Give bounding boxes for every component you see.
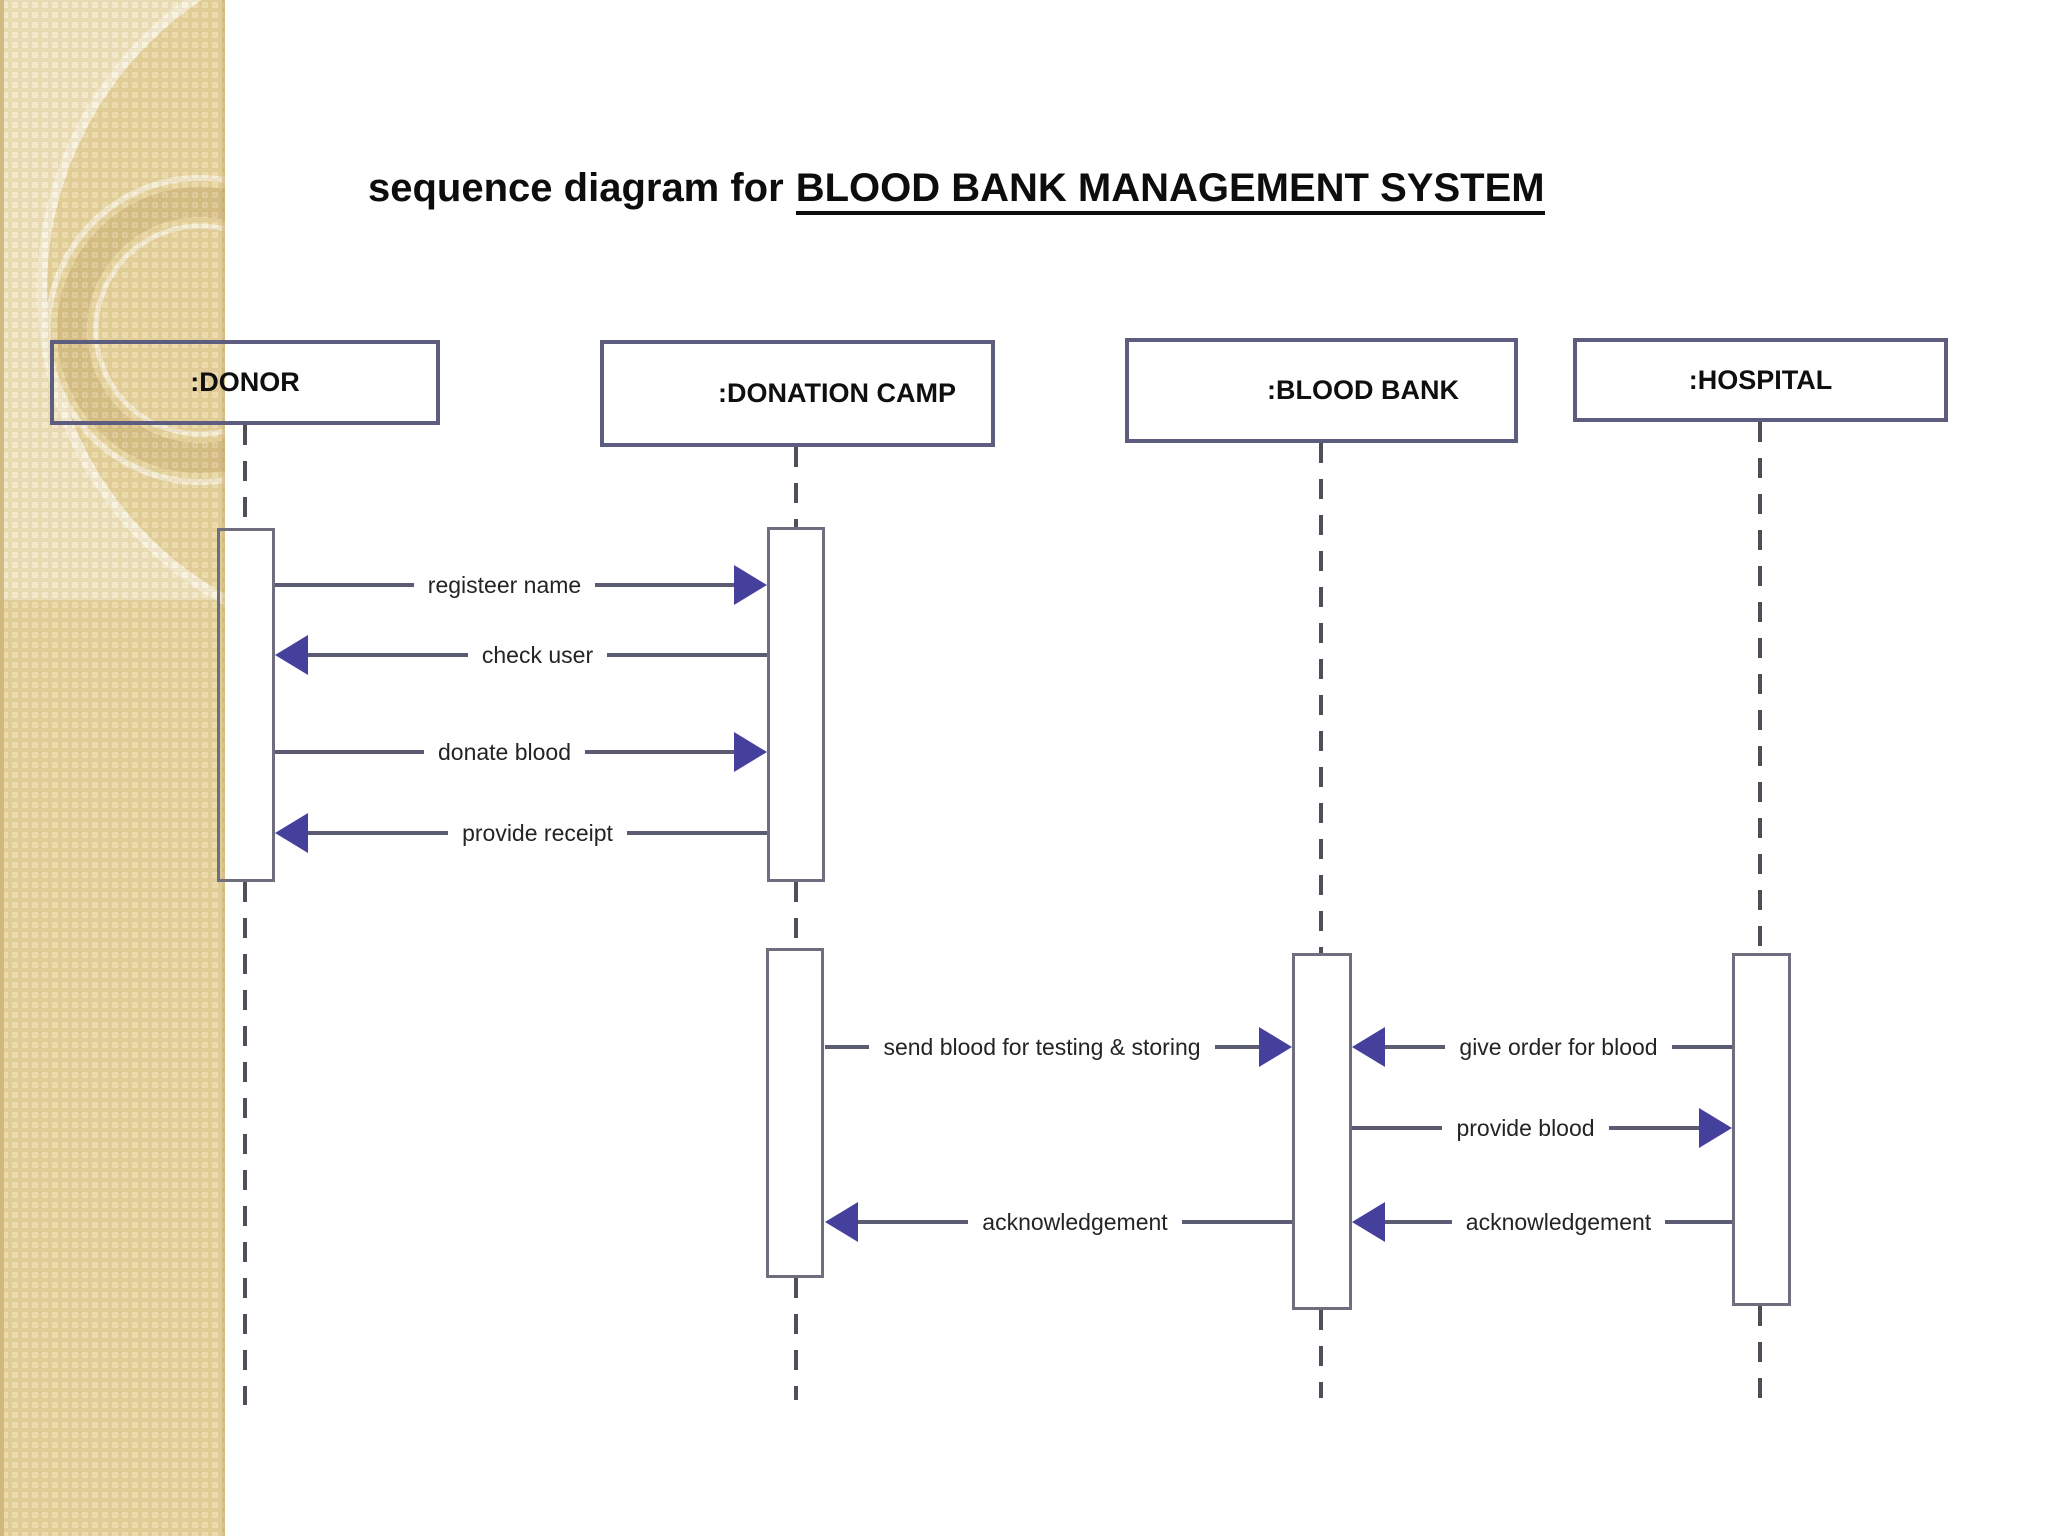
activation-bar-blood-bank xyxy=(1292,953,1352,1310)
message-line xyxy=(1352,1126,1443,1130)
arrow-left-icon xyxy=(825,1202,858,1242)
message-line xyxy=(858,1220,969,1224)
arrow-right-icon xyxy=(734,732,768,772)
message-label: acknowledgement xyxy=(982,1208,1168,1235)
message-row: acknowledgement xyxy=(1352,1192,1732,1252)
activation-bar-hospital xyxy=(1732,953,1791,1306)
message-row: donate blood xyxy=(275,722,768,782)
lifeline-donor xyxy=(243,425,247,528)
message-row: provide receipt xyxy=(275,803,768,863)
message-line xyxy=(275,583,414,587)
sidebar-texture xyxy=(0,0,225,1536)
message-line xyxy=(308,653,468,657)
message-line xyxy=(308,831,449,835)
lifeline-donation-camp xyxy=(794,882,798,948)
lifeline-donation-camp xyxy=(794,447,798,527)
message-label: send blood for testing & storing xyxy=(883,1033,1201,1060)
lifeline-donation-camp xyxy=(794,1278,798,1400)
message-line xyxy=(607,653,767,657)
message-row: send blood for testing & storing xyxy=(825,1017,1292,1077)
message-label: give order for blood xyxy=(1459,1033,1658,1060)
actor-box-blood-bank: :BLOOD BANK xyxy=(1125,338,1518,443)
message-line xyxy=(1665,1220,1732,1224)
actor-label: :BLOOD BANK xyxy=(1267,375,1459,405)
message-line xyxy=(1385,1220,1452,1224)
message-line xyxy=(585,750,735,754)
actor-label: :DONATION CAMP xyxy=(718,378,956,408)
actor-box-donor: :DONOR xyxy=(50,340,440,425)
message-label: registeer name xyxy=(427,571,582,598)
arrow-left-icon xyxy=(275,813,308,853)
message-row: acknowledgement xyxy=(825,1192,1292,1252)
message-line xyxy=(1214,1045,1259,1049)
sidebar-decoration xyxy=(0,0,225,1536)
arrow-left-icon xyxy=(1352,1027,1385,1067)
message-line xyxy=(275,750,424,754)
message-line xyxy=(595,583,735,587)
arrow-left-icon xyxy=(1352,1202,1385,1242)
lifeline-donor xyxy=(243,882,247,1405)
lifeline-hospital xyxy=(1758,1306,1762,1400)
message-label: provide receipt xyxy=(462,819,613,846)
message-line xyxy=(1671,1045,1732,1049)
arrow-right-icon xyxy=(734,565,768,605)
actor-box-hospital: :HOSPITAL xyxy=(1573,338,1948,422)
lifeline-blood-bank xyxy=(1319,443,1323,953)
message-row: check user xyxy=(275,625,767,685)
message-row: registeer name xyxy=(275,555,768,615)
message-line xyxy=(1608,1126,1700,1130)
sidebar-right-edge xyxy=(222,0,225,1536)
activation-bar-donor xyxy=(217,528,275,882)
message-line xyxy=(825,1045,870,1049)
message-line xyxy=(626,831,768,835)
message-line xyxy=(1181,1220,1292,1224)
message-row: give order for blood xyxy=(1352,1017,1732,1077)
lifeline-blood-bank xyxy=(1319,1310,1323,1398)
message-label: acknowledgement xyxy=(1465,1208,1652,1235)
message-row: provide blood xyxy=(1352,1098,1733,1158)
arrow-right-icon xyxy=(1259,1027,1292,1067)
message-label: check user xyxy=(481,641,594,668)
title-underlined: BLOOD BANK MANAGEMENT SYSTEM xyxy=(795,166,1545,215)
sidebar-left-edge xyxy=(0,0,4,1536)
activation-bar-donation-camp-2 xyxy=(766,948,824,1278)
actor-label: :HOSPITAL xyxy=(1688,364,1833,395)
arrow-right-icon xyxy=(1699,1108,1733,1148)
activation-bar-donation-camp-1 xyxy=(767,527,825,882)
message-line xyxy=(1385,1045,1446,1049)
title-prefix: sequence diagram for xyxy=(368,166,784,210)
message-label: donate blood xyxy=(438,738,572,765)
lifeline-hospital xyxy=(1758,422,1762,953)
sidebar-rings-art xyxy=(0,0,225,1536)
message-label: provide blood xyxy=(1456,1114,1595,1141)
actor-box-donation-camp: :DONATION CAMP xyxy=(600,340,995,447)
arrow-left-icon xyxy=(275,635,308,675)
actor-label: :DONOR xyxy=(190,367,300,397)
